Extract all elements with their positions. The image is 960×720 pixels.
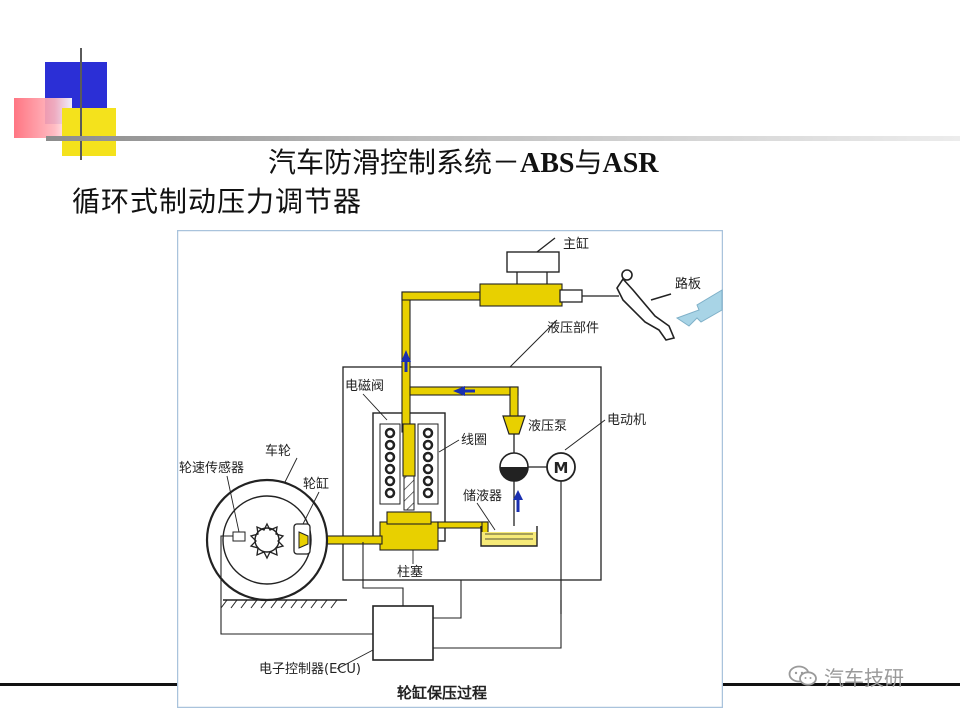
page-subtitle: 循环式制动压力调节器 bbox=[72, 185, 363, 218]
label-plunger: 柱塞 bbox=[397, 564, 423, 580]
reservoir bbox=[480, 526, 538, 547]
label-hydraulic-unit: 液压部件 bbox=[547, 321, 599, 336]
bottom-rule-right bbox=[723, 683, 960, 686]
pedal-force-arrow bbox=[675, 289, 723, 327]
ecu bbox=[372, 605, 434, 661]
ground bbox=[220, 599, 347, 609]
hydraulic-unit-box bbox=[342, 366, 602, 581]
title-and: 与 bbox=[574, 146, 603, 179]
decor-vertical-line bbox=[80, 48, 82, 160]
label-reservoir: 储液器 bbox=[463, 489, 502, 504]
watermark: 汽车技研 bbox=[788, 664, 904, 690]
abs-diagram-figure: M bbox=[176, 229, 724, 709]
page-title: 汽车防滑控制系统－ABS与ASR bbox=[268, 141, 659, 181]
decor-yellow-square bbox=[62, 108, 116, 156]
label-pedal: 路板 bbox=[675, 276, 701, 292]
brake-pedal bbox=[616, 269, 676, 341]
watermark-text: 汽车技研 bbox=[824, 665, 904, 690]
wechat-icon bbox=[788, 665, 817, 686]
diagram-caption: 轮缸保压过程 bbox=[397, 684, 487, 702]
label-wheel-speed-sensor: 轮速传感器 bbox=[179, 460, 244, 476]
master-cylinder bbox=[506, 237, 619, 303]
control-wiring bbox=[220, 535, 562, 649]
decor-horizontal-line bbox=[46, 136, 960, 141]
wheel bbox=[205, 478, 329, 602]
label-wheel: 车轮 bbox=[265, 443, 291, 459]
bottom-rule-left bbox=[0, 683, 177, 686]
label-coil: 线圈 bbox=[461, 433, 487, 448]
label-wheel-cylinder: 轮缸 bbox=[303, 476, 329, 492]
label-solenoid-valve: 电磁阀 bbox=[345, 379, 384, 394]
label-motor: 电动机 bbox=[607, 413, 646, 428]
title-abs: ABS bbox=[520, 148, 575, 179]
title-asr: ASR bbox=[602, 148, 659, 179]
label-master-cylinder: 主缸 bbox=[563, 236, 589, 252]
label-pump: 液压泵 bbox=[528, 419, 567, 434]
flow-arrows bbox=[401, 350, 523, 512]
hydraulic-pump bbox=[499, 415, 547, 526]
title-chinese: 汽车防滑控制系统－ bbox=[268, 146, 521, 179]
electric-motor: M bbox=[546, 419, 606, 614]
figure-frame bbox=[176, 229, 724, 709]
motor-symbol: M bbox=[554, 459, 569, 477]
label-leaders bbox=[226, 393, 496, 670]
label-ecu: 电子控制器(ECU) bbox=[259, 662, 361, 677]
